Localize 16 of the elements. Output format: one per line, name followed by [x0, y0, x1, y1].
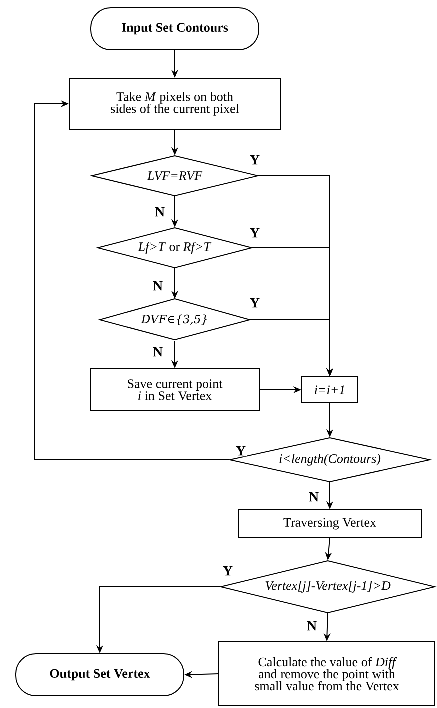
- edge-label: Y: [248, 154, 262, 166]
- arrow: [34, 100, 230, 460]
- process-box: Calculate the value of Diff and remove the point with small value from the Vertex: [218, 642, 436, 706]
- edge-label: N: [308, 491, 320, 503]
- process-box: Traversing Vertex: [238, 510, 422, 538]
- edge-label: N: [154, 206, 166, 218]
- process-box: i=i+1: [302, 376, 358, 404]
- edge-label: Y: [222, 565, 234, 577]
- terminal-box: Input Set Contours: [90, 8, 260, 50]
- terminal-box: Output Set Vertex: [16, 654, 184, 696]
- process-box: Take M pixels on both sides of the current pixel: [69, 78, 281, 130]
- edge-label: N: [306, 620, 318, 632]
- edge-label: Y: [234, 445, 248, 457]
- edge-label: N: [152, 280, 164, 292]
- edge-label: N: [152, 346, 164, 358]
- process-box: Save current point i in Set Vertex: [90, 368, 260, 412]
